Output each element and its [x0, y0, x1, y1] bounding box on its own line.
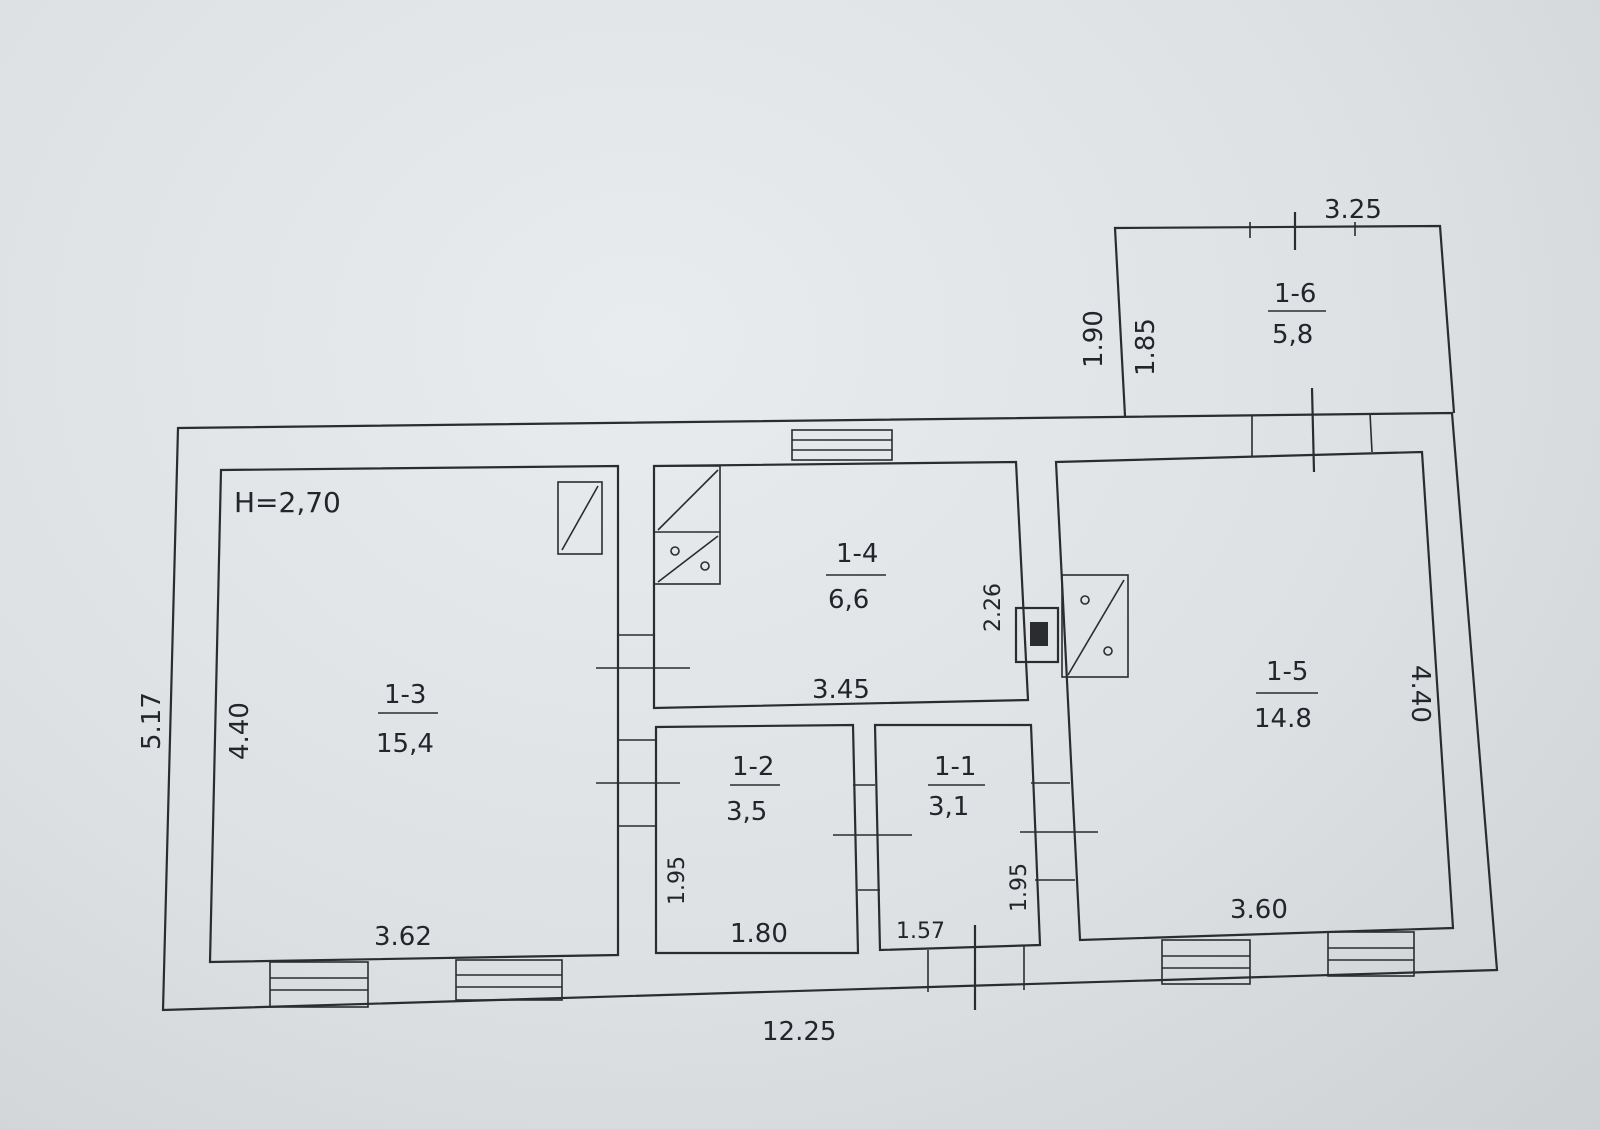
room-1-4-area: 6,6: [828, 585, 869, 615]
door-partitions: [596, 634, 1098, 891]
room-1-2-outline: [654, 723, 860, 955]
room-1-1-area: 3,1: [928, 792, 969, 822]
room-1-5-id: 1-5: [1266, 657, 1308, 687]
stove-room-1-5: [1061, 574, 1129, 678]
room-1-2-area: 3,5: [726, 797, 767, 827]
window-top: [791, 429, 893, 461]
porch-1-6-outline: [1113, 224, 1456, 417]
window-bottom-right-2: [1327, 931, 1415, 977]
dim-total-width: 12.25: [762, 1017, 836, 1047]
room-1-5-outline: [1054, 450, 1455, 942]
chimney: [1014, 606, 1060, 664]
dim-room-1-3-width: 3.62: [374, 922, 432, 952]
window-bottom-left-1: [269, 961, 369, 1008]
dim-room-1-3-depth: 4.40: [225, 702, 255, 760]
door-entrance-bottom: [927, 925, 1025, 1010]
room-1-3-area: 15,4: [376, 729, 434, 759]
room-1-1-id: 1-1: [934, 752, 976, 782]
door-porch-opening: [1251, 387, 1373, 473]
room-1-3-outline: [208, 464, 620, 964]
stove-room-1-3: [557, 481, 603, 555]
dim-total-depth: 5.17: [137, 692, 167, 750]
room-1-2-id: 1-2: [732, 752, 774, 782]
dim-room-1-1-depth: 1.95: [1007, 863, 1032, 912]
stove-room-1-4: [653, 465, 721, 585]
room-1-3-id: 1-3: [384, 680, 426, 710]
room-1-5-area: 14.8: [1254, 704, 1312, 734]
window-bottom-left-2: [455, 959, 563, 1001]
dim-room-1-5-width: 3.60: [1230, 895, 1288, 925]
ceiling-height-label: H=2,70: [234, 486, 341, 519]
dim-room-1-6-width: 3.25: [1324, 195, 1382, 225]
door-porch-top: [1249, 212, 1356, 250]
room-1-6-id: 1-6: [1274, 279, 1316, 309]
dim-room-1-2-width: 1.80: [730, 919, 788, 949]
outer-wall-outline: [161, 411, 1499, 1012]
room-1-1-outline: [873, 723, 1042, 952]
window-bottom-right-1: [1161, 939, 1251, 985]
dim-room-1-5-depth: 4.40: [1405, 665, 1435, 723]
dim-room-1-2-depth: 1.95: [665, 856, 690, 905]
dim-porch-outer-depth: 1.90: [1079, 310, 1109, 368]
dim-room-1-1-width: 1.57: [896, 919, 945, 944]
dim-room-1-6-depth: 1.85: [1131, 318, 1161, 376]
room-1-6-area: 5,8: [1272, 320, 1313, 350]
room-1-4-id: 1-4: [836, 539, 878, 569]
room-1-4-outline: [652, 460, 1030, 710]
dim-room-1-4-width: 3.45: [812, 675, 870, 705]
dim-room-1-4-depth: 2.26: [981, 583, 1006, 632]
